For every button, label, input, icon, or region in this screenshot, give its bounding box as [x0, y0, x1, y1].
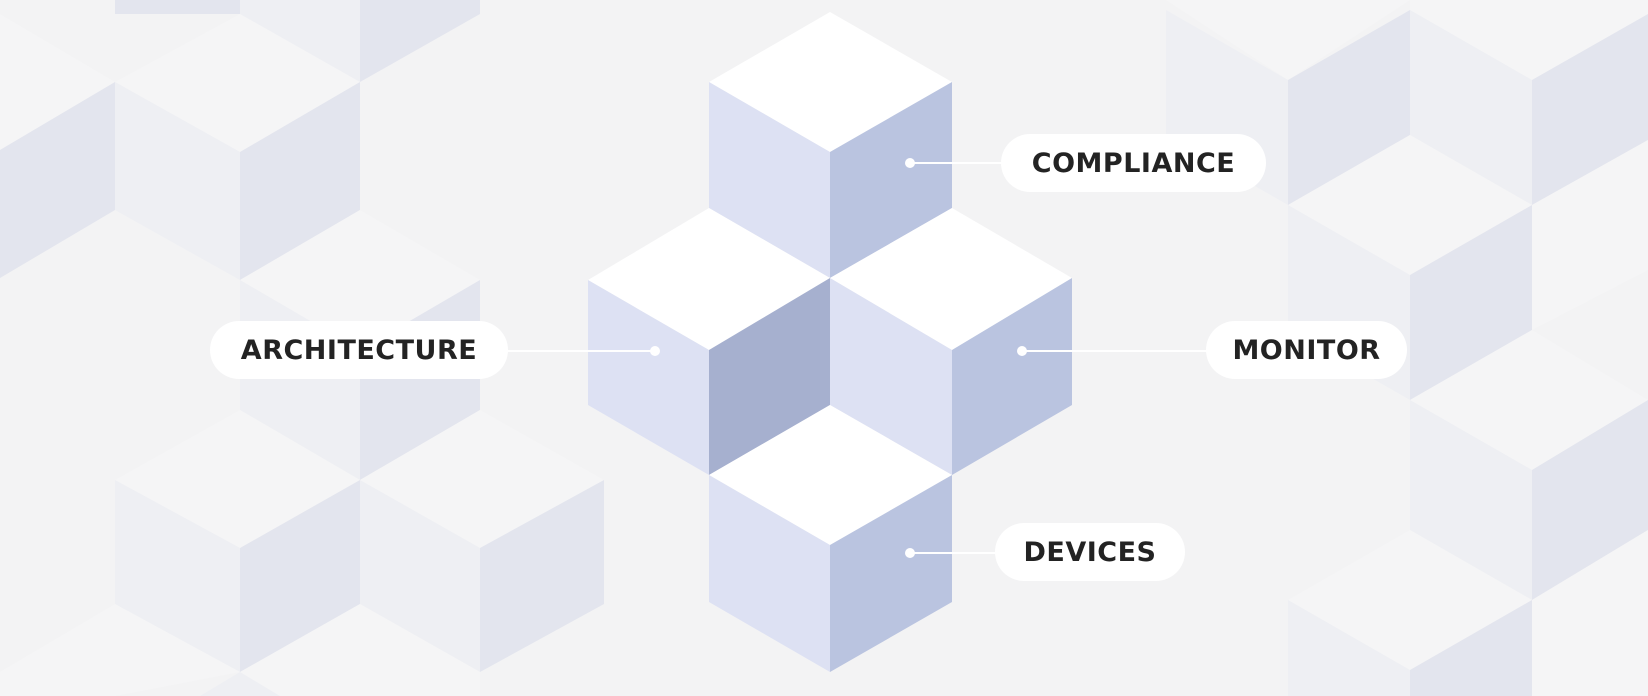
connector-dot-compliance	[905, 158, 915, 168]
label-architecture: ARCHITECTURE	[210, 321, 508, 379]
connector-dot-monitor	[1017, 346, 1027, 356]
cube-right	[830, 208, 1072, 475]
cube-top	[709, 12, 952, 278]
label-monitor: MONITOR	[1206, 321, 1407, 379]
label-compliance: COMPLIANCE	[1001, 134, 1266, 192]
label-devices: DEVICES	[995, 523, 1185, 581]
connector-dot-architecture	[650, 346, 660, 356]
cube-cluster	[588, 12, 1072, 672]
connector-dot-devices	[905, 548, 915, 558]
cube-bottom	[709, 405, 952, 672]
cube-left	[588, 208, 830, 475]
background-pattern-right	[1166, 0, 1648, 696]
connectors	[506, 158, 1208, 558]
